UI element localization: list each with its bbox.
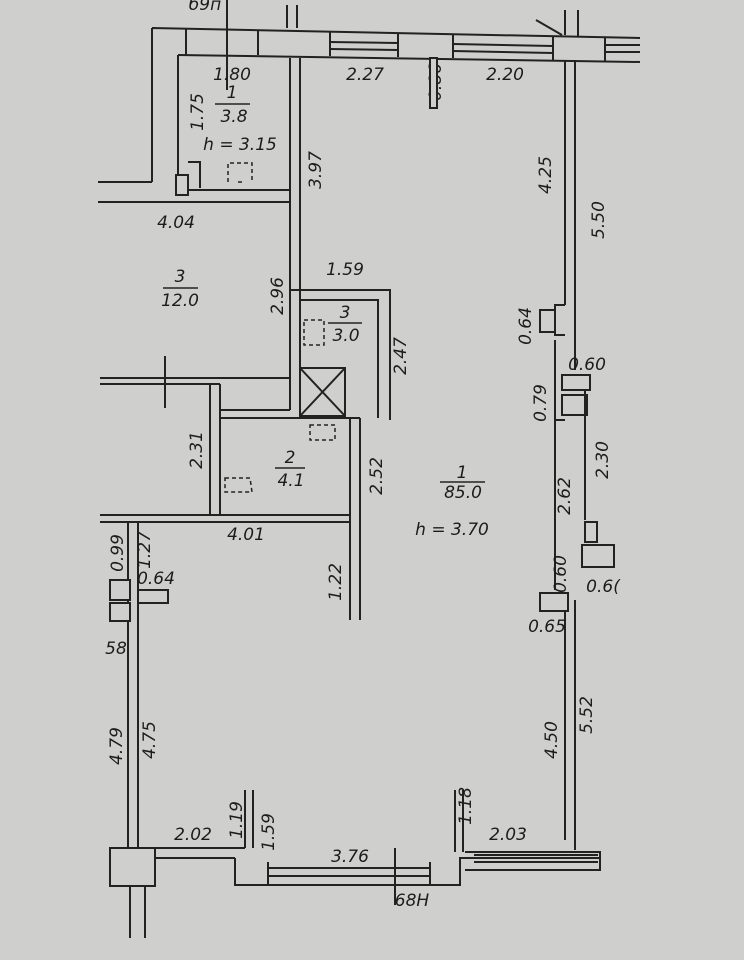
dim: 2.62 [555,477,575,515]
main-room-number: 1 [457,463,468,483]
room-2-area: 4.1 [277,471,304,491]
dim: 0.60 [551,555,571,593]
main-room-height: h = 3.70 [415,520,489,540]
dim: 0.6( [586,577,621,597]
dim: 2.31 [187,431,207,469]
labels: б9п 68Н 1 3.8 h = 3.15 3 12.0 3 3.0 2 4.… [105,0,621,911]
room-2-number: 2 [285,448,296,468]
dim: 2.30 [593,441,613,479]
dim: 1.27 [135,531,155,569]
dim: 2.27 [346,65,384,85]
dim: 4.25 [536,156,556,194]
top-marker: б9п [189,0,221,15]
room-1-number: 1 [227,83,238,103]
dim: 1.22 [326,563,346,601]
dim: 1.19 [227,801,247,839]
main-room-area: 85.0 [444,483,482,503]
dim: 58 [105,639,127,659]
dim: 0.60 [568,355,606,375]
dim: 0.64 [516,307,536,345]
dim: 0.64 [137,569,175,589]
walls [98,0,641,938]
dim: 2.96 [268,277,288,315]
dim: 5.50 [589,201,609,239]
dim: 2.47 [391,337,411,375]
dim: 4.04 [157,213,195,233]
dim: 1.59 [326,260,364,280]
dim: 1.80 [213,65,251,85]
dim: 4.01 [227,525,265,545]
dim: 1.18 [456,787,476,825]
dim: 3.97 [306,151,326,189]
dim: 2.52 [367,457,387,495]
dim: 4.79 [107,727,127,765]
dim: 2.02 [174,825,212,845]
dim: 1.75 [188,93,208,131]
room-1-height: h = 3.15 [203,135,277,155]
dim: 0.99 [108,534,128,572]
bathroom-number: 3 [340,303,351,323]
dim: 0.65 [528,617,566,637]
dim: 2.20 [486,65,524,85]
bathroom-area: 3.0 [332,326,359,346]
dim: 1.59 [259,813,279,851]
dim: 5.52 [577,696,597,734]
room-3-area: 12.0 [161,291,199,311]
dim: 3.76 [331,847,369,867]
dim: 4.75 [140,721,160,759]
bottom-marker: 68Н [395,891,430,911]
dim: 0.79 [531,384,551,422]
room-1-area: 3.8 [220,107,247,127]
room-3-number: 3 [175,267,186,287]
dim: 4.50 [542,721,562,759]
dim: 2.03 [489,825,527,845]
